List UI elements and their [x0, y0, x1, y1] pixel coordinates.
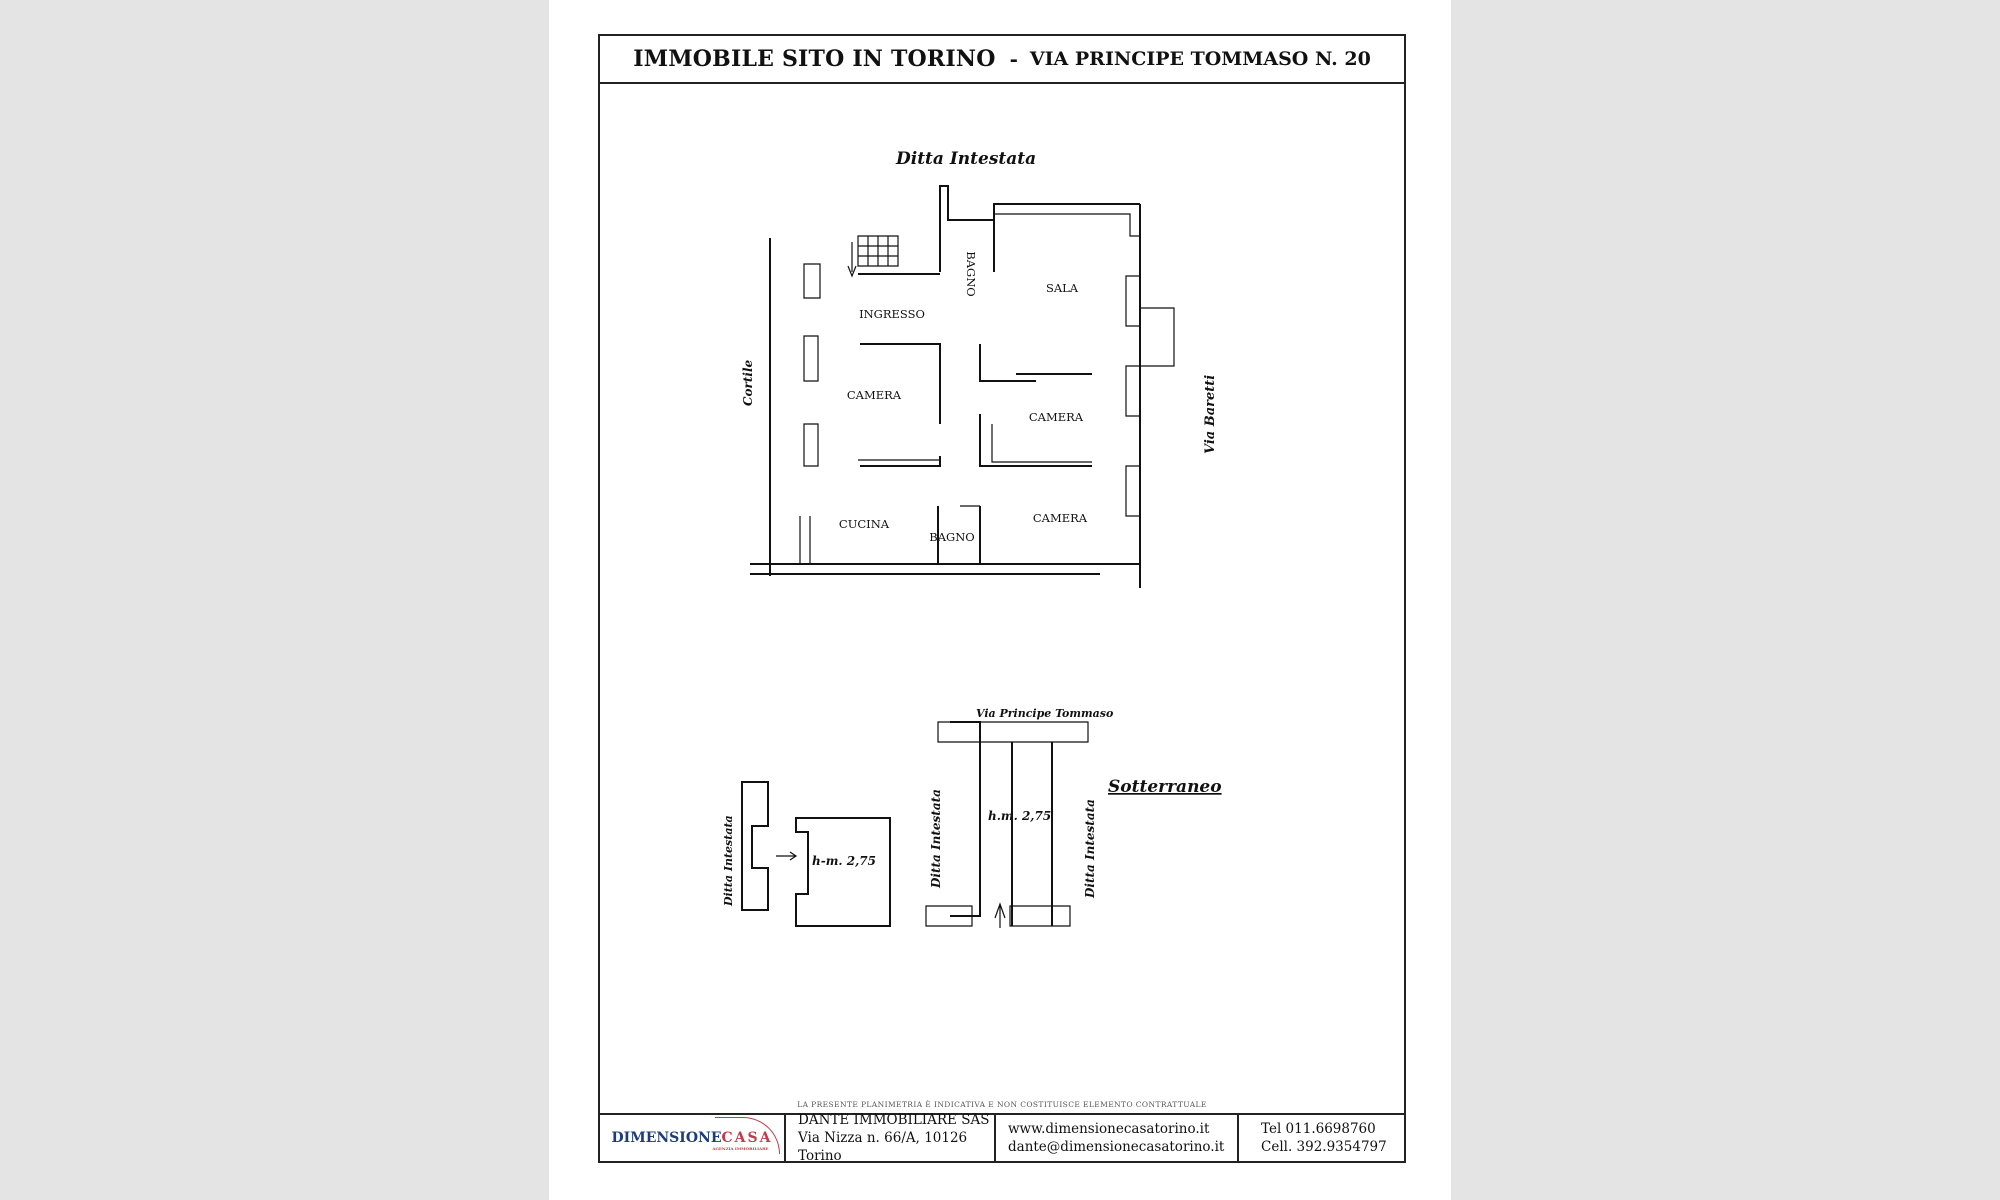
footer-company-cell: DANTE IMMOBILIARE SAS Via Nizza n. 66/A,… — [786, 1112, 996, 1164]
label-via-baretti: Via Baretti — [1203, 375, 1218, 454]
basement-street-wall — [937, 721, 1089, 743]
courtyard-windows — [803, 263, 821, 467]
label-via-principe: Via Principe Tommaso — [976, 707, 1113, 720]
label-cortile: Cortile — [741, 359, 755, 406]
title-city: IMMOBILE SITO IN TORINO — [633, 46, 996, 72]
balcony — [1140, 307, 1175, 367]
basement-cellar-left — [795, 817, 891, 927]
company-name: DANTE IMMOBILIARE SAS — [798, 1111, 990, 1128]
wall-top-detail — [994, 213, 1140, 237]
room-camera-bottom: CAMERA — [1033, 511, 1088, 525]
room-cucina: CUCINA — [839, 517, 890, 531]
room-camera-mid: CAMERA — [1029, 410, 1084, 424]
basement-bottom-walls — [925, 905, 1071, 927]
label-height-left: h-m. 2,75 — [812, 854, 876, 868]
document-sheet — [549, 0, 1451, 1200]
label-height-right: h.m. 2,75 — [988, 809, 1051, 823]
main-floor-plan: BAGNO SALA INGRESSO CAMERA CAMERA CAMERA… — [741, 149, 1218, 588]
room-camera-left: CAMERA — [847, 388, 902, 402]
disclaimer: LA PRESENTE PLANIMETRIA È INDICATIVA E N… — [797, 1100, 1207, 1109]
street-windows — [1125, 275, 1140, 517]
footer-logo-cell: DIMENSIONECASA AGENZIA IMMOBILIARE — [600, 1115, 786, 1161]
wall-cucina-left — [799, 516, 811, 564]
label-ditta-basement-left: Ditta Intestata — [722, 815, 735, 907]
wall-camera-mid — [979, 414, 1092, 467]
wall-camera-mid-inner — [991, 424, 1092, 463]
title-bar: IMMOBILE SITO IN TORINO - VIA PRINCIPE T… — [600, 36, 1404, 84]
title-address: VIA PRINCIPE TOMMASO N. 20 — [1029, 48, 1371, 70]
footer: DIMENSIONECASA AGENZIA IMMOBILIARE DANTE… — [600, 1112, 1404, 1164]
room-bagno-bottom: BAGNO — [929, 530, 974, 544]
label-ditta-top: Ditta Intestata — [895, 149, 1036, 169]
basement-left-wall — [741, 781, 769, 911]
wall-bagno-bottom — [937, 506, 981, 564]
label-sotterraneo: Sotterraneo — [1108, 777, 1222, 797]
room-bagno-top: BAGNO — [964, 251, 978, 296]
entrance-arrow — [847, 242, 857, 278]
logo-tagline: AGENZIA IMMOBILIARE — [712, 1145, 769, 1151]
wall-camera-left — [860, 343, 941, 467]
basement-corridor-left — [950, 721, 981, 917]
footer-web-cell: www.dimensionecasatorino.it dante@dimens… — [996, 1115, 1239, 1161]
room-ingresso: INGRESSO — [859, 307, 925, 321]
label-ditta-basement-right: Ditta Intestata — [1083, 799, 1097, 899]
footer-phone-cell: Tel 011.6698760 Cell. 392.9354797 — [1239, 1115, 1404, 1161]
basement-plan: Via Principe Tommaso Sotterraneo Ditta I… — [722, 707, 1222, 928]
floor-plans: BAGNO SALA INGRESSO CAMERA CAMERA CAMERA… — [722, 149, 1222, 928]
basement-left-arrow — [776, 851, 798, 861]
basement-cellar-walls — [1011, 742, 1053, 926]
label-ditta-basement-mid: Ditta Intestata — [929, 789, 943, 889]
cell-number: Cell. 392.9354797 — [1261, 1139, 1387, 1155]
title-separator: - — [1009, 47, 1018, 71]
company-address: Via Nizza n. 66/A, 10126 Torino — [798, 1129, 968, 1165]
stair — [857, 235, 899, 267]
phone-number: Tel 011.6698760 — [1261, 1120, 1376, 1137]
logo-text-main: DIMENSIONE — [611, 1129, 722, 1146]
document-frame: IMMOBILE SITO IN TORINO - VIA PRINCIPE T… — [598, 34, 1406, 1164]
wall-top — [939, 185, 1140, 272]
wall-bottom — [750, 563, 1141, 588]
basement-entry-arrow — [994, 902, 1006, 928]
wall-central — [979, 344, 1092, 382]
website-link[interactable]: www.dimensionecasatorino.it — [1008, 1120, 1210, 1137]
room-sala: SALA — [1046, 281, 1079, 295]
email-link[interactable]: dante@dimensionecasatorino.it — [1008, 1139, 1225, 1155]
company-logo: DIMENSIONECASA AGENZIA IMMOBILIARE — [611, 1116, 781, 1154]
